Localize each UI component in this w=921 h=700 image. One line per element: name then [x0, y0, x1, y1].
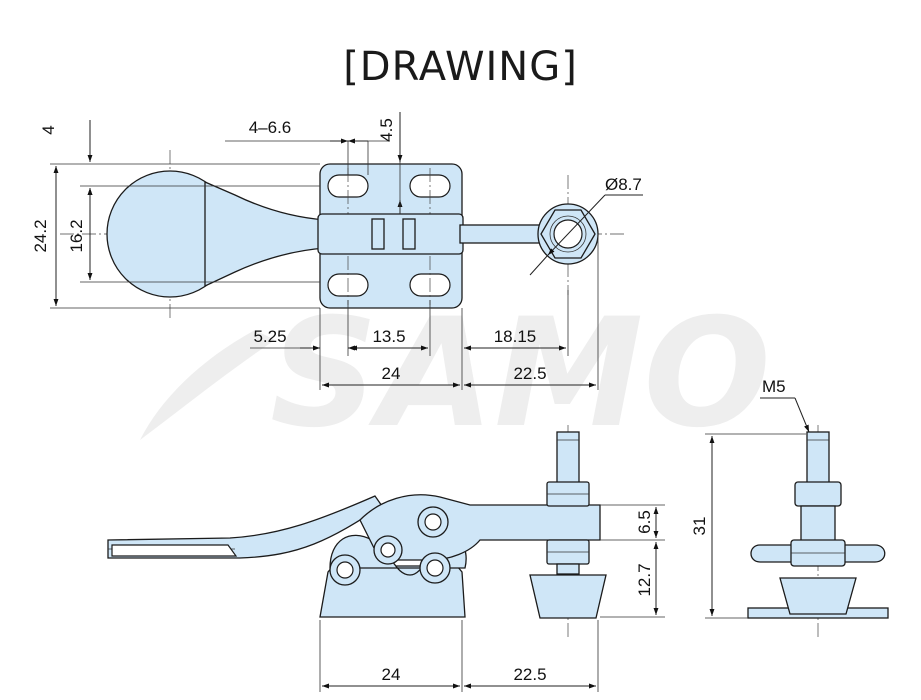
dim-4-5: 4.5	[377, 118, 396, 142]
dim-18-15: 18.15	[494, 327, 537, 346]
dim-13-5: 13.5	[372, 327, 405, 346]
dim-22-5-top: 22.5	[513, 364, 546, 383]
watermark: SAMO	[140, 287, 771, 461]
dim-thread-m5: M5	[762, 377, 786, 396]
dim-dia-8-7: Ø8.7	[605, 175, 642, 194]
dim-12-7: 12.7	[635, 563, 654, 596]
dim-31: 31	[690, 517, 709, 536]
dim-4: 4	[39, 125, 58, 134]
dim-5-25: 5.25	[253, 327, 286, 346]
top-view-handle-arm	[204, 181, 326, 288]
watermark-text: SAMO	[270, 287, 771, 461]
watermark-swoosh-icon	[140, 330, 275, 440]
side-view-pad	[529, 574, 607, 619]
side-view: 6.5 12.7 24 22.5	[107, 425, 665, 692]
dim-24-bottom: 24	[382, 665, 401, 684]
dim-6-5: 6.5	[635, 510, 654, 534]
dim-22-5-bottom: 22.5	[513, 665, 546, 684]
end-view: M5 31	[690, 377, 889, 640]
dim-16-2: 16.2	[67, 219, 86, 252]
end-view-pad	[779, 577, 857, 615]
top-view: 4 24.2 16.2 4–6.6 4.5 Ø8.7 5.25 13.5	[31, 112, 643, 390]
dim-24-2: 24.2	[31, 219, 50, 252]
drawing-title: [DRAWING]	[343, 44, 578, 90]
dim-24-top: 24	[382, 364, 401, 383]
dim-holes-4-6-6: 4–6.6	[249, 118, 292, 137]
end-view-upper-nut	[794, 481, 842, 507]
top-view-lever	[317, 213, 464, 255]
